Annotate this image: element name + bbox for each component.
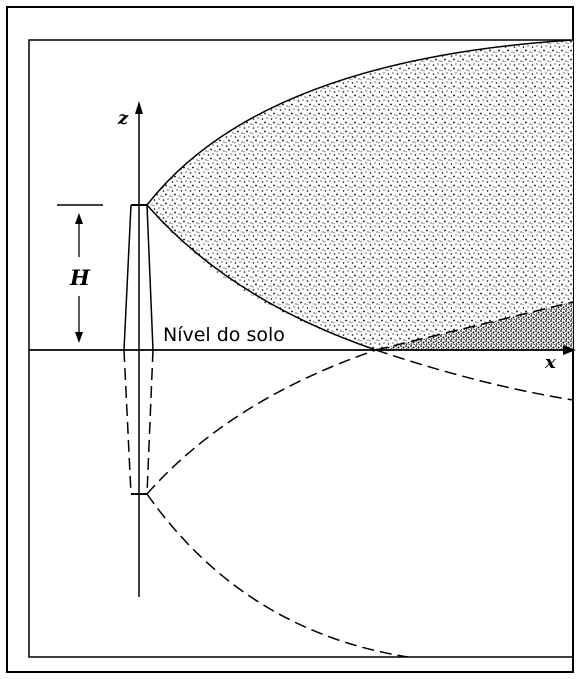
x-axis-arrowhead bbox=[563, 345, 576, 355]
x-axis-label: x bbox=[544, 352, 556, 373]
plume-lower-boundary bbox=[146, 204, 377, 351]
lower-boundary-continuation bbox=[375, 349, 573, 401]
height-label: H bbox=[69, 265, 91, 290]
ground-level-label: Nível do solo bbox=[163, 324, 285, 346]
image-plume-upper-boundary bbox=[146, 349, 377, 495]
plume-upper bbox=[147, 40, 573, 350]
height-arrowhead-up bbox=[75, 213, 83, 224]
height-arrowhead-down bbox=[75, 332, 83, 343]
reflected-boundary-upper bbox=[375, 301, 573, 351]
image-plume-lower-boundary bbox=[146, 493, 413, 657]
plume-upper-boundary bbox=[146, 40, 573, 206]
z-axis-arrowhead bbox=[135, 101, 143, 114]
z-axis-label: z bbox=[117, 108, 129, 129]
